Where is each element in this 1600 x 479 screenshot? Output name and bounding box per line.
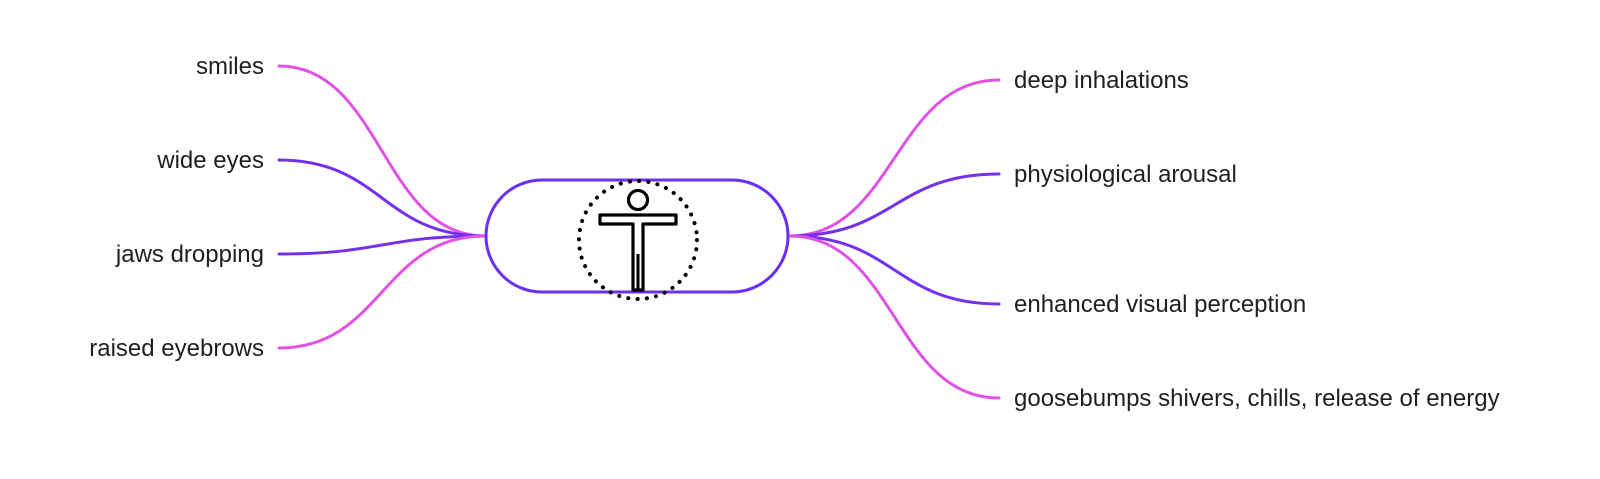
branch-line-deep-inhalations (788, 78, 1001, 238)
left-label-wide-eyes: wide eyes (157, 147, 264, 174)
right-label-goosebumps: goosebumps shivers, chills, release of e… (1014, 385, 1500, 412)
branch-line-enhanced-visual-perception (788, 234, 1001, 306)
right-label-deep-inhalations: deep inhalations (1014, 67, 1189, 94)
branch-line-physiological-arousal (788, 172, 1001, 238)
person-arms-out-icon (577, 179, 699, 301)
branch-line-raised-eyebrows (277, 234, 487, 350)
branch-line-jaws-dropping (277, 234, 487, 256)
left-label-raised-eyebrows: raised eyebrows (89, 335, 264, 362)
branch-line-smiles (277, 64, 487, 238)
left-label-smiles: smiles (195, 53, 264, 80)
left-label-jaws-dropping: jaws dropping (115, 241, 264, 268)
branch-line-wide-eyes (277, 158, 487, 238)
right-label-enhanced-visual-perception: enhanced visual perception (1014, 291, 1307, 318)
right-label-physiological-arousal: physiological arousal (1014, 161, 1237, 188)
branch-line-goosebumps (788, 234, 1001, 400)
branch-lines (277, 64, 1001, 400)
